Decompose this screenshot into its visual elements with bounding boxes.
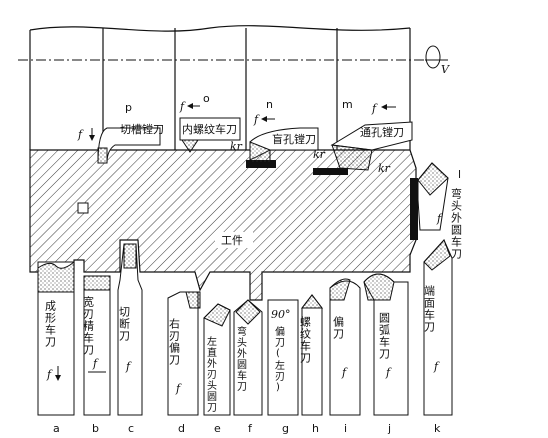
svg-text:f: f (253, 113, 260, 126)
svg-text:f: f (125, 360, 132, 373)
tool-g: 90° 偏刀(左刃) g (267, 299, 299, 435)
svg-text:f: f (179, 100, 186, 113)
tool-d-letter: d (178, 422, 185, 435)
tool-e: 左直外刃头圆刀 e (203, 303, 231, 435)
tool-o-name: 内螺纹车刀 (182, 122, 237, 136)
end-face-black (410, 178, 418, 240)
tool-n-letter: n (266, 98, 273, 111)
tool-d-name: 右刃偏刀 (168, 317, 181, 366)
kr-label-m: kr (378, 162, 391, 175)
tool-h-name: 螺纹车刀 (299, 316, 312, 364)
tool-f-name: 弯头外圆车刀 (235, 325, 247, 392)
tool-c-letter: c (128, 422, 134, 435)
tool-h-letter: h (312, 422, 319, 435)
tool-c-name: 切断刀 (118, 306, 131, 342)
tool-l: l 弯头外圆车刀 f (417, 162, 463, 260)
tool-a: 成形车刀 f a (37, 260, 75, 435)
work-label: 工件 (221, 234, 243, 247)
tool-a-letter: a (53, 422, 60, 435)
tool-k-letter: k (434, 422, 441, 435)
tool-l-letter: l (458, 168, 461, 181)
tool-k: 端面车刀 f k (423, 239, 453, 435)
svg-text:f: f (385, 366, 392, 379)
tool-j-name: 圆弧车刀 (378, 312, 391, 360)
workpiece-body (29, 149, 417, 301)
tool-i-name: 偏刀 (332, 315, 345, 340)
tool-k-name: 端面车刀 (423, 285, 436, 333)
tool-i: 偏刀 f i (329, 278, 361, 435)
rotation-symbol-label: V (441, 63, 450, 76)
tool-f: 弯头外圆车刀 f (233, 299, 263, 435)
workpiece-hole (77, 202, 89, 214)
tool-b-name: 宽刃精车刀 (82, 295, 95, 356)
tool-h: 螺纹车刀 h (299, 294, 324, 435)
tool-b-letter: b (92, 422, 99, 435)
tool-n: 盲孔镗刀 n f kr (230, 98, 319, 163)
tool-j-letter: j (387, 422, 391, 435)
tool-o-letter: o (203, 92, 210, 105)
tool-i-letter: i (344, 422, 347, 435)
tool-d: 右刃偏刀 f d (167, 291, 201, 435)
rotation-symbol-icon: V (425, 45, 450, 76)
svg-text:f: f (436, 212, 443, 225)
tool-p: 切槽镗刀 p f (77, 101, 164, 164)
tool-p-letter: p (125, 101, 132, 114)
tool-e-letter: e (214, 422, 221, 435)
workpiece-upper-outline (18, 25, 440, 150)
kr-label-m2: kr (313, 148, 326, 161)
tool-e-name: 左直外刃头圆刀 (205, 335, 217, 413)
feed-label: f (77, 128, 84, 141)
svg-text:f: f (371, 102, 378, 115)
svg-text:f: f (92, 357, 99, 370)
svg-text:f: f (341, 366, 348, 379)
tool-m-name: 通孔镗刀 (360, 125, 404, 139)
svg-text:f: f (46, 368, 53, 381)
tool-g-name: 偏刀(左刃) (273, 325, 285, 394)
tool-m: 通孔镗刀 m f kr kr (313, 98, 413, 175)
tool-c: 切断刀 f c (117, 243, 143, 435)
bore-black-1 (246, 160, 276, 168)
tool-n-name: 盲孔镗刀 (272, 132, 316, 146)
tool-b: 宽刃精车刀 f b (82, 275, 111, 435)
kr-label-n: kr (230, 140, 243, 153)
tool-o: 内螺纹车刀 o f (179, 92, 241, 153)
svg-text:f: f (175, 382, 182, 395)
tool-l-name: 弯头外圆车刀 (450, 187, 463, 260)
tool-f-letter: f (248, 422, 253, 435)
tool-p-name: 切槽镗刀 (120, 122, 164, 136)
tool-a-name: 成形车刀 (44, 300, 57, 348)
bore-black-2 (313, 168, 348, 175)
tool-m-letter: m (342, 98, 353, 111)
tool-j: 圆弧车刀 f j (363, 273, 409, 435)
angle-90-label: 90° (271, 308, 291, 321)
tool-g-letter: g (282, 422, 289, 435)
work-label-bg (215, 232, 253, 248)
svg-text:f: f (433, 360, 440, 373)
